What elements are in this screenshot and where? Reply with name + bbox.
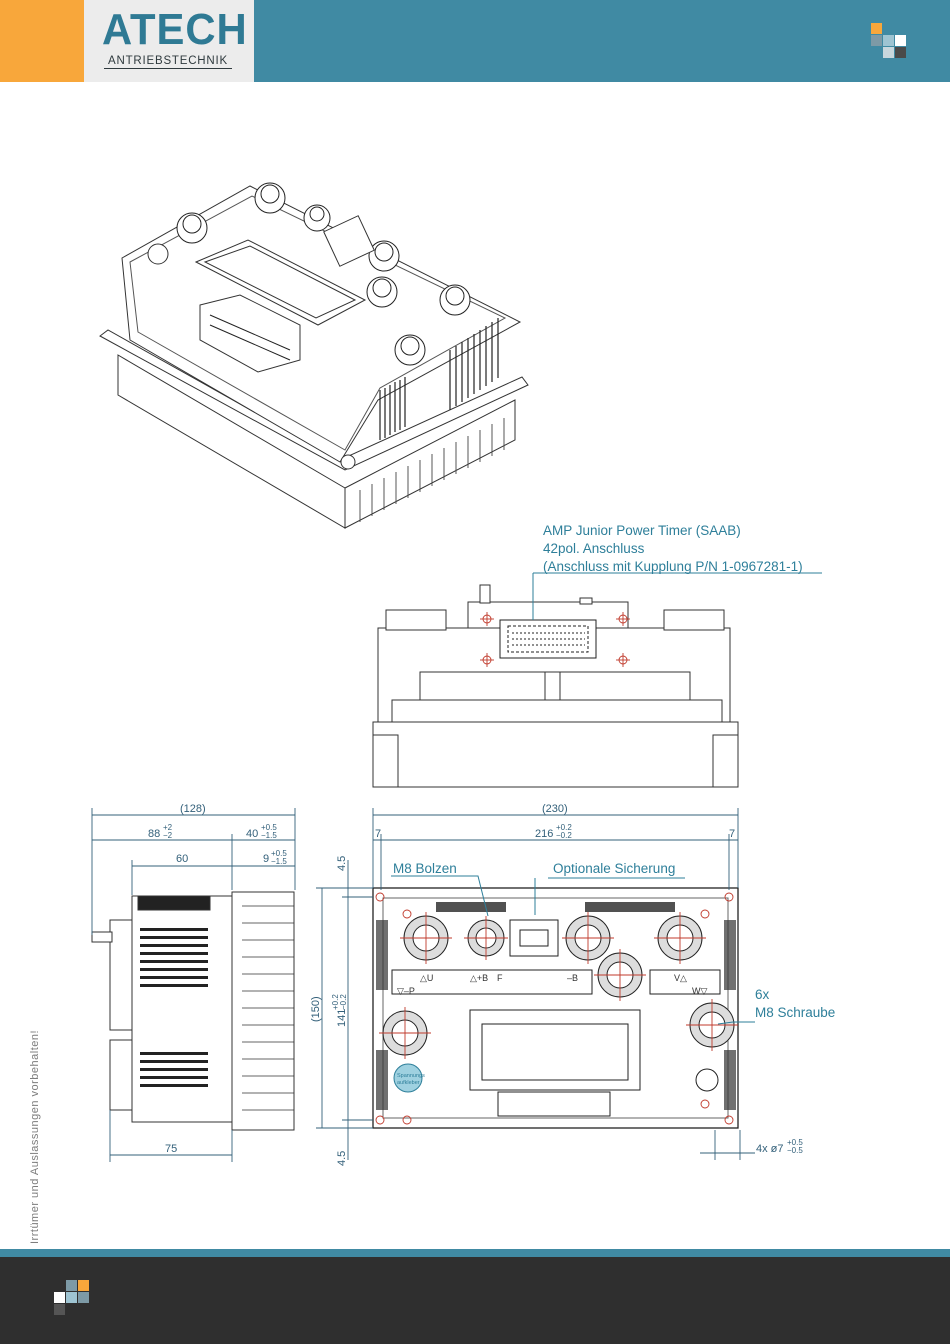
- callout-connector-line1: AMP Junior Power Timer (SAAB): [543, 523, 741, 538]
- top-dim-edge-left: 7: [375, 828, 381, 840]
- top-dim-edge-right: 7: [729, 828, 735, 840]
- logo: ATECH ANTRIEBSTECHNIK: [84, 0, 254, 82]
- top-dim-total: (230): [542, 803, 568, 815]
- callout-sicherung: Optionale Sicherung: [553, 861, 675, 876]
- sticker-line1: Spannungs: [397, 1073, 425, 1079]
- header-bar: ATECH ANTRIEBSTECHNIK: [0, 0, 950, 82]
- terminal-label-f: F: [497, 973, 503, 983]
- callout-connector-line2: 42pol. Anschluss: [543, 541, 645, 556]
- top-dim-inner-tol-dn: −0.2: [556, 831, 572, 840]
- brand-subtitle: ANTRIEBSTECHNIK: [104, 55, 232, 69]
- side-dim-75: 75: [165, 1143, 177, 1155]
- top-dim-margin-bottom: 4.5: [336, 1151, 348, 1166]
- top-dim-height-inner: 141: [336, 1009, 348, 1027]
- side-dim-40-tol-up: +0.5: [261, 823, 277, 832]
- footer-bar: [0, 1257, 950, 1344]
- side-view-drawing: [91, 891, 295, 1131]
- side-dim-40-tol-dn: −1.5: [261, 831, 277, 840]
- sticker-line2: aufkleber: [397, 1080, 420, 1086]
- top-dim-inner: 216: [535, 828, 553, 840]
- callout-connector-line3: (Anschluss mit Kupplung P/N 1-0967281-1): [543, 559, 803, 574]
- terminal-label-w: W▽: [692, 986, 707, 996]
- terminal-label-v: V△: [674, 973, 687, 983]
- orange-accent-tab: [0, 0, 84, 82]
- top-dim-height-total: (150): [310, 996, 322, 1022]
- brand-name: ATECH: [102, 5, 248, 54]
- disclaimer-note: Irrtümer und Auslassungen vorbehalten!: [29, 1029, 41, 1244]
- top-dim-margin-top: 4.5: [336, 856, 348, 871]
- terminal-label-b: △+B: [470, 973, 488, 983]
- top-view-drawing: [372, 875, 755, 1129]
- terminal-label-p: ▽–P: [397, 986, 415, 996]
- terminal-label-s: –B: [567, 973, 578, 983]
- top-dim-holes: 4x ø7: [756, 1143, 784, 1155]
- terminal-label-u: △U: [420, 973, 433, 983]
- dimension-lines: [91, 808, 755, 1162]
- side-dim-40: 40: [246, 828, 258, 840]
- top-dim-inner-tol-up: +0.2: [556, 823, 572, 832]
- side-dim-60: 60: [176, 853, 188, 865]
- side-dim-9: 9: [263, 853, 269, 865]
- side-dim-88-tol-up: +2: [163, 823, 173, 832]
- top-dim-height-tol-dn: −0.2: [339, 994, 348, 1010]
- isometric-controller-drawing: [99, 182, 529, 529]
- callout-screws-count: 6x: [755, 987, 770, 1002]
- side-dim-total: (128): [180, 803, 206, 815]
- side-dim-9-tol-up: +0.5: [271, 849, 287, 858]
- side-dim-9-tol-dn: −1.5: [271, 857, 287, 866]
- callout-screws-label: M8 Schraube: [755, 1005, 835, 1020]
- side-dim-88-tol-dn: −2: [163, 831, 173, 840]
- top-dim-holes-tol-up: +0.5: [787, 1138, 803, 1147]
- callout-m8-bolzen: M8 Bolzen: [393, 861, 457, 876]
- top-dim-holes-tol-dn: −0.5: [787, 1146, 803, 1155]
- side-dim-88: 88: [148, 828, 160, 840]
- footer-band: [0, 1249, 950, 1257]
- front-view-drawing: [372, 572, 822, 788]
- top-dim-height-tol-up: +0.2: [331, 994, 340, 1010]
